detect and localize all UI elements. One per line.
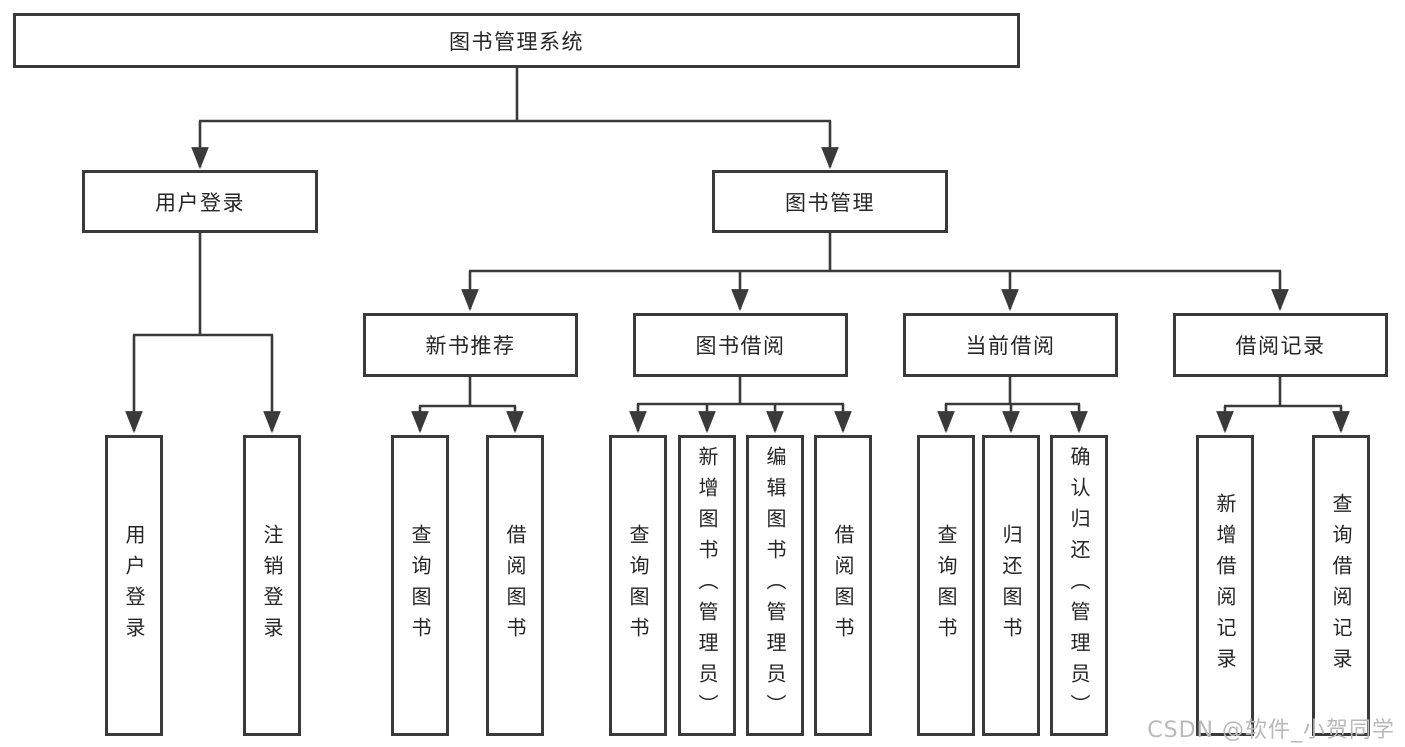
node-leaf-query-books-3-label: 查询图书	[934, 523, 958, 648]
node-borrow-records-label: 借阅记录	[1235, 334, 1326, 358]
connector-line	[945, 377, 1080, 406]
connector-line	[199, 68, 831, 123]
node-leaf-query-books-2: 查询图书	[609, 435, 667, 736]
connectors-new-book-to-leaves	[411, 377, 524, 434]
csdn-watermark: CSDN @软件_小贺同学	[1147, 718, 1395, 743]
node-leaf-query-borrow-record: 查询借阅记录	[1312, 435, 1370, 736]
connectors-book-borrow-to-leaves	[629, 377, 852, 434]
node-user-login: 用户登录	[82, 170, 318, 233]
node-book-borrowing-label: 图书借阅	[695, 334, 786, 358]
node-root: 图书管理系统	[13, 13, 1020, 68]
node-leaf-add-books-admin: 新增图书（管理员）	[678, 435, 736, 736]
connector-line	[469, 233, 1281, 273]
node-current-borrowing-label: 当前借阅	[965, 334, 1056, 358]
node-leaf-borrow-books-1-label: 借阅图书	[503, 523, 527, 648]
connectors-root-to-level2	[191, 68, 839, 170]
connectors-current-borrow-to-leaves	[937, 377, 1088, 434]
connectors-book-mgmt-to-level3	[461, 233, 1289, 312]
node-leaf-query-books-1: 查询图书	[391, 435, 449, 736]
node-root-label: 图书管理系统	[449, 29, 584, 54]
node-leaf-query-books-3: 查询图书	[917, 435, 975, 736]
node-leaf-return-books-label: 归还图书	[999, 523, 1023, 648]
connector-line	[419, 377, 516, 408]
node-leaf-user-login: 用户登录	[105, 435, 163, 736]
connector-line	[637, 377, 844, 406]
node-leaf-borrow-books-2-label: 借阅图书	[831, 523, 855, 648]
node-leaf-edit-books-admin-label: 编辑图书（管理员）	[763, 446, 787, 725]
connectors-user-login-to-leaves	[125, 233, 281, 434]
node-book-management: 图书管理	[712, 170, 948, 233]
node-leaf-edit-books-admin: 编辑图书（管理员）	[746, 435, 804, 736]
node-new-book-recommend-label: 新书推荐	[425, 334, 516, 358]
node-leaf-user-login-label: 用户登录	[122, 523, 146, 648]
node-user-login-label: 用户登录	[155, 190, 245, 215]
node-leaf-logout-login: 注销登录	[243, 435, 301, 736]
node-leaf-confirm-return-admin-label: 确认归还（管理员）	[1067, 446, 1091, 725]
node-leaf-borrow-books-2: 借阅图书	[814, 435, 872, 736]
node-leaf-query-books-1-label: 查询图书	[408, 523, 432, 648]
node-leaf-query-books-2-label: 查询图书	[626, 523, 650, 648]
node-leaf-borrow-books-1: 借阅图书	[486, 435, 544, 736]
connector-line	[133, 233, 273, 337]
node-leaf-confirm-return-admin: 确认归还（管理员）	[1050, 435, 1108, 736]
node-borrow-records: 借阅记录	[1173, 313, 1388, 377]
node-new-book-recommend: 新书推荐	[363, 313, 578, 377]
connector-line	[1224, 377, 1342, 408]
node-leaf-add-borrow-record-label: 新增借阅记录	[1213, 492, 1237, 679]
node-leaf-return-books: 归还图书	[982, 435, 1040, 736]
node-current-borrowing: 当前借阅	[903, 313, 1118, 377]
node-leaf-add-books-admin-label: 新增图书（管理员）	[695, 446, 719, 725]
node-book-borrowing: 图书借阅	[633, 313, 848, 377]
node-book-management-label: 图书管理	[785, 190, 875, 215]
connectors-borrow-record-to-leaves	[1216, 377, 1350, 434]
node-leaf-add-borrow-record: 新增借阅记录	[1196, 435, 1254, 736]
node-leaf-query-borrow-record-label: 查询借阅记录	[1329, 492, 1353, 679]
node-leaf-logout-login-label: 注销登录	[260, 523, 284, 648]
